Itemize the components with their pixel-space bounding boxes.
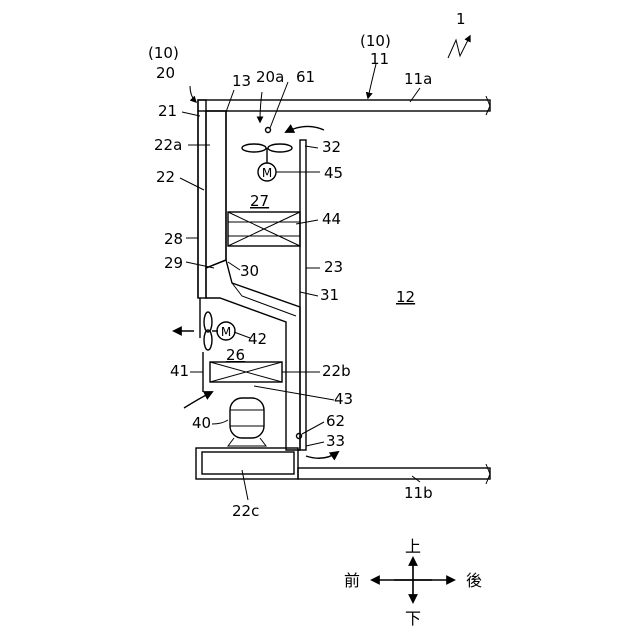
- evaporator-fan-45: M: [242, 144, 292, 181]
- direction-front: 前: [344, 571, 360, 590]
- label-43: 43: [334, 390, 353, 408]
- airflow-arrow-32: [286, 126, 324, 132]
- label-45: 45: [324, 164, 343, 182]
- label-22a: 22a: [154, 136, 182, 154]
- airflow-arrow-33: [306, 452, 338, 458]
- compressor-40: [228, 398, 266, 446]
- evaporator-44: [228, 212, 300, 246]
- label-22: 22: [156, 168, 175, 186]
- label-33: 33: [326, 432, 345, 450]
- top-wall-11a: [198, 96, 490, 115]
- label-10-right: (10): [360, 32, 391, 50]
- label-22c: 22c: [232, 502, 259, 520]
- sensor-61: [266, 128, 271, 133]
- label-29: 29: [164, 254, 183, 272]
- label-62: 62: [326, 412, 345, 430]
- direction-compass: 上 下 前 後: [344, 537, 482, 628]
- intake-arrow: [184, 392, 212, 408]
- bottom-insulation-22c: [196, 448, 298, 479]
- label-61: 61: [296, 68, 315, 86]
- direction-up: 上: [405, 537, 421, 556]
- label-27: 27: [250, 192, 269, 210]
- label-11: 11: [370, 50, 389, 68]
- direction-down: 下: [405, 609, 421, 628]
- label-1: 1: [456, 10, 466, 28]
- label-32: 32: [322, 138, 341, 156]
- label-31: 31: [320, 286, 339, 304]
- label-40: 40: [192, 414, 211, 432]
- label-22b: 22b: [322, 362, 351, 380]
- label-23: 23: [324, 258, 343, 276]
- svg-text:M: M: [221, 325, 231, 339]
- label-13: 13: [232, 72, 251, 90]
- label-12: 12: [396, 288, 415, 306]
- sensor-62: [297, 434, 302, 439]
- label-11b: 11b: [404, 484, 433, 502]
- label-20a: 20a: [256, 68, 284, 86]
- label-30: 30: [240, 262, 259, 280]
- label-10-left: (10): [148, 44, 179, 62]
- label-42: 42: [248, 330, 267, 348]
- bottom-wall-11b: [298, 464, 490, 484]
- label-21: 21: [158, 102, 177, 120]
- reference-labels: 1 (10) 20 (10) 11 11a 13 20a 61 21 22a 3…: [148, 10, 466, 520]
- condenser-43: [210, 362, 282, 382]
- label-41: 41: [170, 362, 189, 380]
- label-11a: 11a: [404, 70, 432, 88]
- condenser-fan-42: M: [204, 312, 235, 350]
- rear-partition-23: [300, 140, 306, 450]
- label-26: 26: [226, 346, 245, 364]
- label-44: 44: [322, 210, 341, 228]
- direction-rear: 後: [466, 571, 482, 590]
- label-20: 20: [156, 64, 175, 82]
- sloped-insulation-22b: [206, 260, 300, 450]
- svg-text:M: M: [262, 166, 272, 180]
- front-insulation-22a: [198, 100, 226, 298]
- label-28: 28: [164, 230, 183, 248]
